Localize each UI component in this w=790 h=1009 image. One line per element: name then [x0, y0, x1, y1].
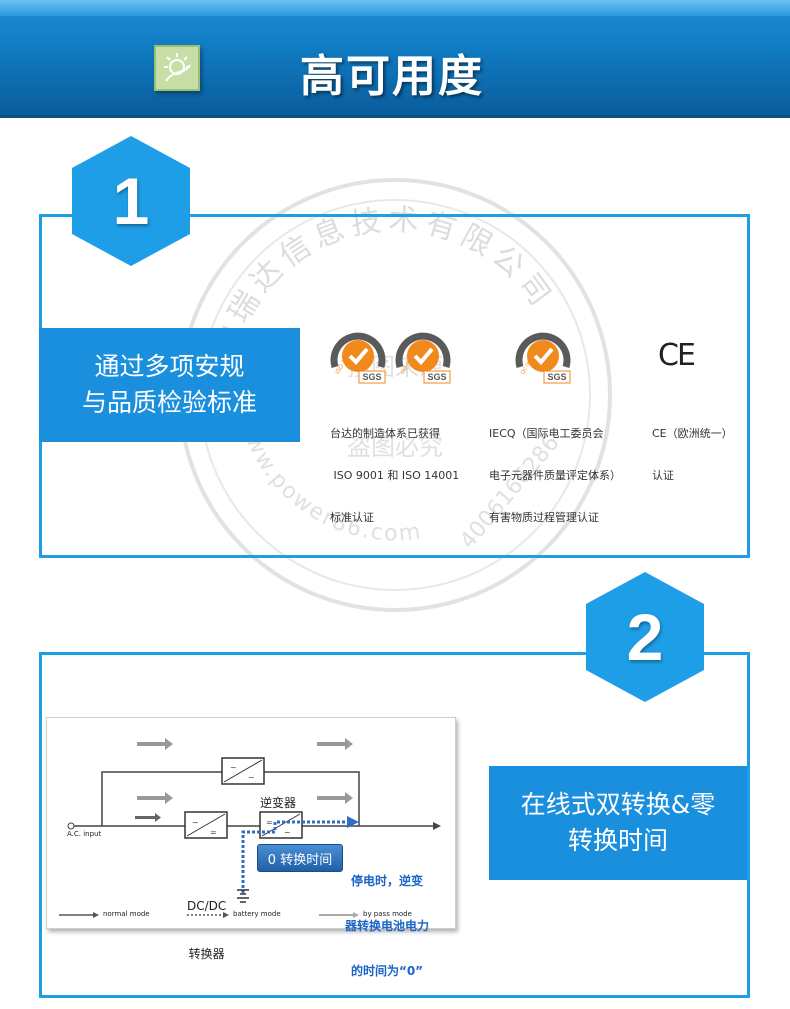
section-1-hexagon: 1 — [72, 136, 190, 266]
svg-text:~: ~ — [284, 828, 291, 837]
legend-battery-mode: battery mode — [233, 910, 281, 918]
section-1-label: 通过多项安规 与品质检验标准 — [39, 328, 300, 442]
zero-transfer-time-badge: 0 转换时间 — [257, 844, 343, 872]
dcdc-label: DC/DC 转换器 — [187, 899, 227, 961]
svg-text:~: ~ — [230, 763, 237, 772]
section-2-label-line1: 在线式双转换&零 — [520, 790, 716, 819]
section-2-number: 2 — [626, 600, 664, 674]
sun-leaf-icon — [154, 45, 200, 91]
ac-input-label: A.C. input — [67, 830, 102, 838]
legend-bypass-mode: by pass mode — [363, 910, 412, 918]
power-outage-note: 停电时，逆变 器转换电池电力 的时间为“0” — [345, 874, 430, 978]
ups-topology-diagram: ~ ~ ~ = = ~ — [46, 717, 456, 978]
svg-text:=: = — [266, 818, 273, 827]
inverter-label: 逆变器 — [260, 796, 297, 810]
svg-text:SGS: SGS — [362, 372, 381, 382]
section-1-label-line2: 与品质检验标准 — [81, 388, 257, 417]
sgs-iso14001-badge: SGS ISO 14001 — [329, 327, 387, 385]
section-2-frame — [39, 652, 750, 998]
section-2-label-line2: 转换时间 — [567, 826, 668, 855]
section-2-label: 在线式双转换&零 转换时间 — [489, 766, 747, 880]
section-1-label-line1: 通过多项安规 — [94, 352, 245, 381]
cert-ce-text: CE（欧洲统一） 认证 — [652, 427, 733, 482]
cert-iso-text: 台达的制造体系已获得 ISO 9001 和 ISO 14001 标准认证 — [330, 427, 460, 524]
header-band: 高可用度 — [0, 0, 790, 118]
page-title: 高可用度 — [300, 51, 484, 102]
section-1-number: 1 — [112, 164, 150, 238]
svg-text:SGS: SGS — [547, 372, 566, 382]
svg-text:~: ~ — [248, 773, 255, 782]
svg-text:SGS: SGS — [427, 372, 446, 382]
header-top-strip — [0, 0, 790, 16]
sgs-iso9001-badge: SGS ISO 9001:2000 — [394, 327, 452, 385]
section-2-hexagon: 2 — [586, 572, 704, 702]
legend-normal-mode: normal mode — [103, 910, 150, 918]
cert-iecq-text: IECQ（国际电工委员会 电子元器件质量评定体系） 有害物质过程管理认证 — [489, 427, 621, 524]
svg-text:~: ~ — [192, 818, 199, 827]
svg-text:=: = — [210, 828, 217, 837]
ce-mark-icon: CE — [658, 338, 696, 373]
sgs-qc080000-badge: SGS QC 080000 — [514, 327, 572, 385]
